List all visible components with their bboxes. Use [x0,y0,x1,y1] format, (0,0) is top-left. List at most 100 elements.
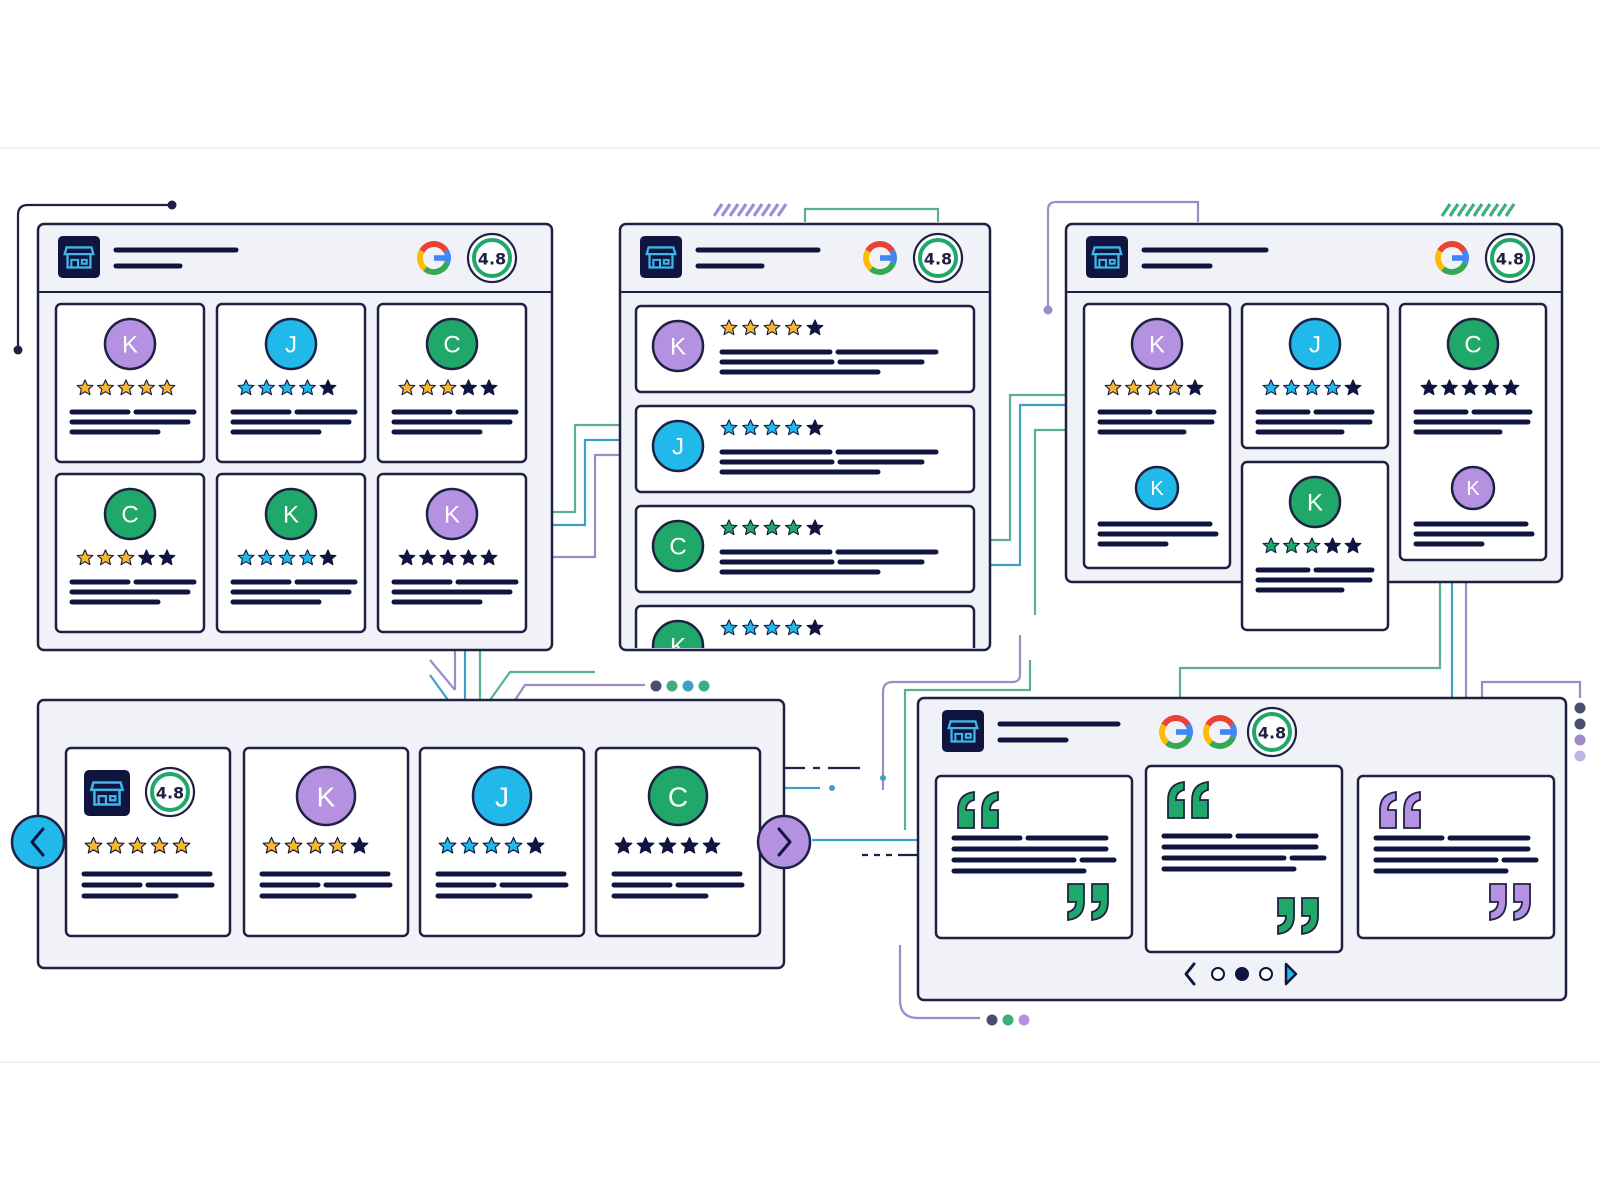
review-text-lines [391,409,519,435]
review-text-lines [435,871,569,899]
avatar-letter: K [670,334,686,361]
summary-card[interactable]: 4.8 [64,746,232,938]
avatar-letter: K [1150,478,1164,500]
pager-prev-icon[interactable] [1184,962,1196,986]
review-text-lines [1373,835,1539,874]
review-card[interactable]: C [376,302,528,464]
avatar-letter: K [122,332,138,359]
avatar-letter: K [1466,478,1480,500]
review-card[interactable]: K [215,472,367,634]
pager-dot[interactable] [1235,967,1249,981]
pager-next-icon[interactable] [1284,962,1298,986]
avatar-letter: C [668,782,688,813]
rating-badge: 4.8 [1484,232,1536,284]
reviewer-avatar: K [295,765,357,827]
avatar-letter: C [1464,332,1481,359]
review-text-lines [230,409,358,435]
review-text-lines [1413,521,1535,547]
avatar-letter: J [495,782,509,813]
avatar-letter: C [669,534,686,561]
reviewer-avatar: J [651,419,705,473]
review-row[interactable]: K [634,604,976,692]
carousel-prev-button[interactable] [10,814,66,870]
quote-card[interactable] [1144,764,1344,954]
review-card[interactable]: J [1240,302,1390,450]
quote-card[interactable] [934,774,1134,940]
chevron-right-icon [777,827,792,857]
avatar-letter: K [1149,332,1165,359]
google-letter: G [1161,711,1191,753]
review-card[interactable]: K [54,302,206,464]
google-icon: G [1203,711,1237,753]
avatar-letter: J [672,434,684,461]
reviewer-avatar: C [103,487,157,541]
review-card[interactable]: K [242,746,410,938]
reviewer-avatar: K [1134,465,1180,511]
quote-open-icon [957,790,999,829]
review-row[interactable]: K [634,304,976,394]
review-row[interactable]: J [634,404,976,494]
review-text-lines [69,409,197,435]
reviewer-avatar: K [651,619,705,648]
avatar-letter: K [444,502,460,529]
review-card[interactable]: J [215,302,367,464]
quote-card[interactable] [1356,774,1556,940]
review-text-lines [259,871,393,899]
review-card[interactable]: C [54,472,206,634]
review-text-lines [719,549,939,575]
review-text-lines [719,449,939,475]
google-letter: G [865,237,895,279]
svg-text:4.8: 4.8 [478,250,506,269]
review-card[interactable]: K [1413,465,1535,547]
review-text-lines [722,652,936,672]
reviewer-avatar: C [647,765,709,827]
reviewer-avatar: K [264,487,318,541]
store-icon [58,236,100,278]
reviewer-avatar: K [651,319,705,373]
review-row[interactable]: C [634,504,976,594]
svg-text:4.8: 4.8 [1258,724,1286,743]
review-text-lines [951,835,1117,874]
svg-text:4.8: 4.8 [156,784,184,803]
reviewer-avatar: C [651,519,705,573]
review-text-lines [230,579,358,605]
avatar-letter: C [443,332,460,359]
google-icon: G [863,237,897,279]
review-card[interactable]: C [1398,302,1548,562]
review-card[interactable]: K [1082,302,1232,570]
connector-lines [13,200,1586,1026]
quote-open-icon [1379,790,1421,829]
rating-badge: 4.8 [1246,706,1298,758]
reviewer-avatar: J [1288,317,1342,371]
review-card[interactable]: J [418,746,586,938]
review-card[interactable]: K [1097,465,1219,547]
review-card[interactable]: C [594,746,762,938]
store-icon [1086,236,1128,278]
review-card[interactable]: K [1240,460,1390,632]
reviewer-avatar: K [1450,465,1496,511]
review-text-lines [391,579,519,605]
google-letter: G [1205,711,1235,753]
avatar-letter: K [317,782,336,813]
store-icon [942,710,984,752]
google-icon: G [417,241,451,275]
reviewer-avatar: C [1446,317,1500,371]
avatar-letter: C [121,502,138,529]
google-icon: G [1435,241,1469,275]
store-icon [84,770,130,816]
review-text-lines [1097,409,1217,435]
review-text-lines [719,349,939,375]
review-card[interactable]: K [376,472,528,634]
carousel-next-button[interactable] [756,814,812,870]
svg-text:4.8: 4.8 [1496,250,1524,269]
quote-close-icon [1277,897,1319,936]
reviewer-avatar: K [1130,317,1184,371]
reviewer-avatar: J [264,317,318,371]
review-text-lines [69,579,197,605]
pager-dot[interactable] [1211,967,1225,981]
pager-dot[interactable] [1259,967,1273,981]
chevron-left-icon [30,827,45,857]
